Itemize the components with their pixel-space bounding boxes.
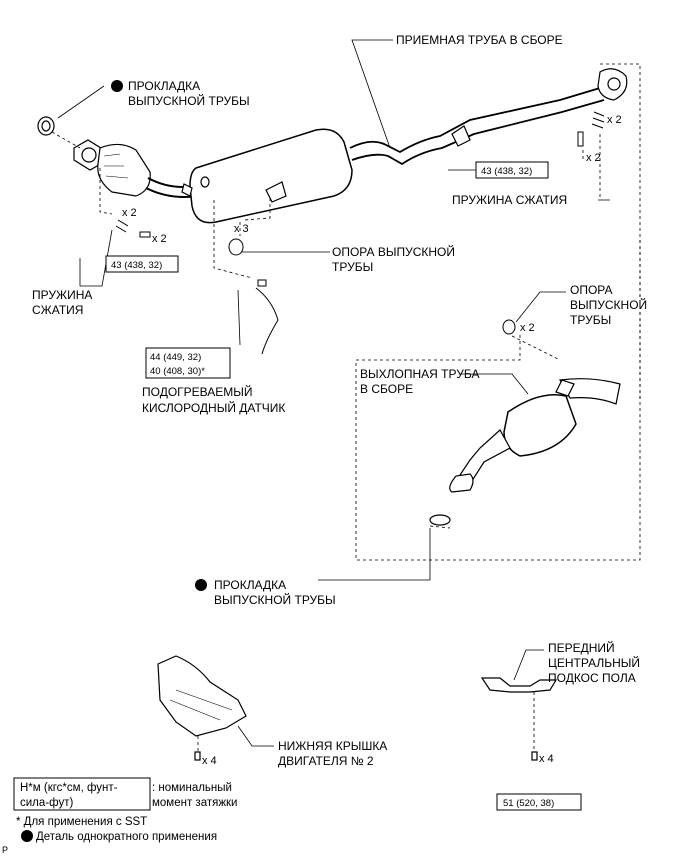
dashed-leaders xyxy=(51,63,641,752)
svg-text:40 (408, 30)*: 40 (408, 30)* xyxy=(150,366,205,377)
tail-pipe-illustration xyxy=(429,378,621,526)
mult-bolts-left-top: x 2 xyxy=(122,207,137,219)
legend-unit-box-1: Н*м (кгс*см, фунт- xyxy=(20,782,118,794)
label-support-right-1: ОПОРА xyxy=(570,283,613,297)
callout-lines xyxy=(57,39,610,747)
label-spring-left-1: ПРУЖИНА xyxy=(32,288,92,302)
label-floor-brace-3: ПОДКОС ПОЛА xyxy=(548,671,636,685)
mult-support-mid: x 3 xyxy=(234,223,249,235)
label-gasket-top-2: ВЫПУСКНОЙ ТРУБЫ xyxy=(128,93,250,108)
label-engine-cover-2: ДВИГАТЕЛЯ № 2 xyxy=(278,754,374,768)
label-gasket-bottom-2: ВЫПУСКНОЙ ТРУБЫ xyxy=(214,592,336,607)
corner-mark: P xyxy=(2,845,8,855)
label-tail-pipe-2: В СБОРЕ xyxy=(360,382,413,396)
single-use-icon xyxy=(111,80,123,92)
label-front-pipe: ПРИЕМНАЯ ТРУБА В СБОРЕ xyxy=(396,33,563,47)
legend-unit-box-2: сила-фут) xyxy=(20,797,73,809)
torque-box-left: 43 (438, 32) xyxy=(105,255,179,273)
label-support-right-2: ВЫПУСКНОЙ xyxy=(570,297,647,312)
label-o2-sensor-1: ПОДОГРЕВАЕМЫЙ xyxy=(142,384,253,399)
label-spring-right: ПРУЖИНА СЖАТИЯ xyxy=(452,193,567,207)
label-support-right-3: ТРУБЫ xyxy=(570,313,611,327)
floor-brace-illustration xyxy=(480,677,558,761)
torque-box-right: 43 (438, 32) xyxy=(475,161,549,179)
label-gasket-bottom-1: ПРОКЛАДКА xyxy=(214,578,286,592)
label-tail-pipe-1: ВЫХЛОПНАЯ ТРУБА xyxy=(360,367,479,381)
engine-under-cover-illustration xyxy=(157,655,247,761)
mult-brace-bolts: x 4 xyxy=(539,753,554,765)
svg-text:51 (520, 38): 51 (520, 38) xyxy=(503,798,554,809)
label-support-mid-1: ОПОРА ВЫПУСКНОЙ xyxy=(332,244,455,259)
legend-unit-desc-2: момент затяжки xyxy=(152,797,237,809)
label-o2-sensor-2: КИСЛОРОДНЫЙ ДАТЧИК xyxy=(142,400,285,415)
mult-cover-bolts: x 4 xyxy=(202,755,217,767)
label-gasket-top-1: ПРОКЛАДКА xyxy=(128,79,200,93)
label-spring-left-2: СЖАТИЯ xyxy=(32,303,83,317)
torque-box-brace: 51 (520, 38) xyxy=(496,793,582,811)
front-pipe-illustration xyxy=(37,68,628,224)
single-use-icon xyxy=(195,579,207,591)
label-floor-brace-2: ЦЕНТРАЛЬНЫЙ xyxy=(548,655,640,670)
svg-text:43 (438, 32): 43 (438, 32) xyxy=(111,260,162,271)
legend-unit-desc-1: : номинальный xyxy=(152,782,232,794)
legend-single-use: Деталь однократного применения xyxy=(36,831,217,843)
spring-and-bolt-icons xyxy=(115,111,605,355)
mult-spring-right: x 2 xyxy=(607,114,622,126)
mult-bolt-right: x 2 xyxy=(586,152,601,164)
label-support-mid-2: ТРУБЫ xyxy=(332,260,373,274)
label-floor-brace-1: ПЕРЕДНИЙ xyxy=(548,640,615,655)
label-engine-cover-1: НИЖНЯЯ КРЫШКА xyxy=(278,739,387,753)
svg-text:43 (438, 32): 43 (438, 32) xyxy=(481,166,532,177)
svg-text:44 (449, 32): 44 (449, 32) xyxy=(150,352,201,363)
legend-sst-note: * Для применения с SST xyxy=(16,816,147,828)
torque-box-sensor: 44 (449, 32) 40 (408, 30)* xyxy=(145,347,231,379)
legend: Н*м (кгс*см, фунт- сила-фут) : номинальн… xyxy=(13,777,237,843)
mult-bolts-left: x 2 xyxy=(152,233,167,245)
single-use-icon xyxy=(21,830,33,842)
mult-support-right: x 2 xyxy=(520,322,535,334)
